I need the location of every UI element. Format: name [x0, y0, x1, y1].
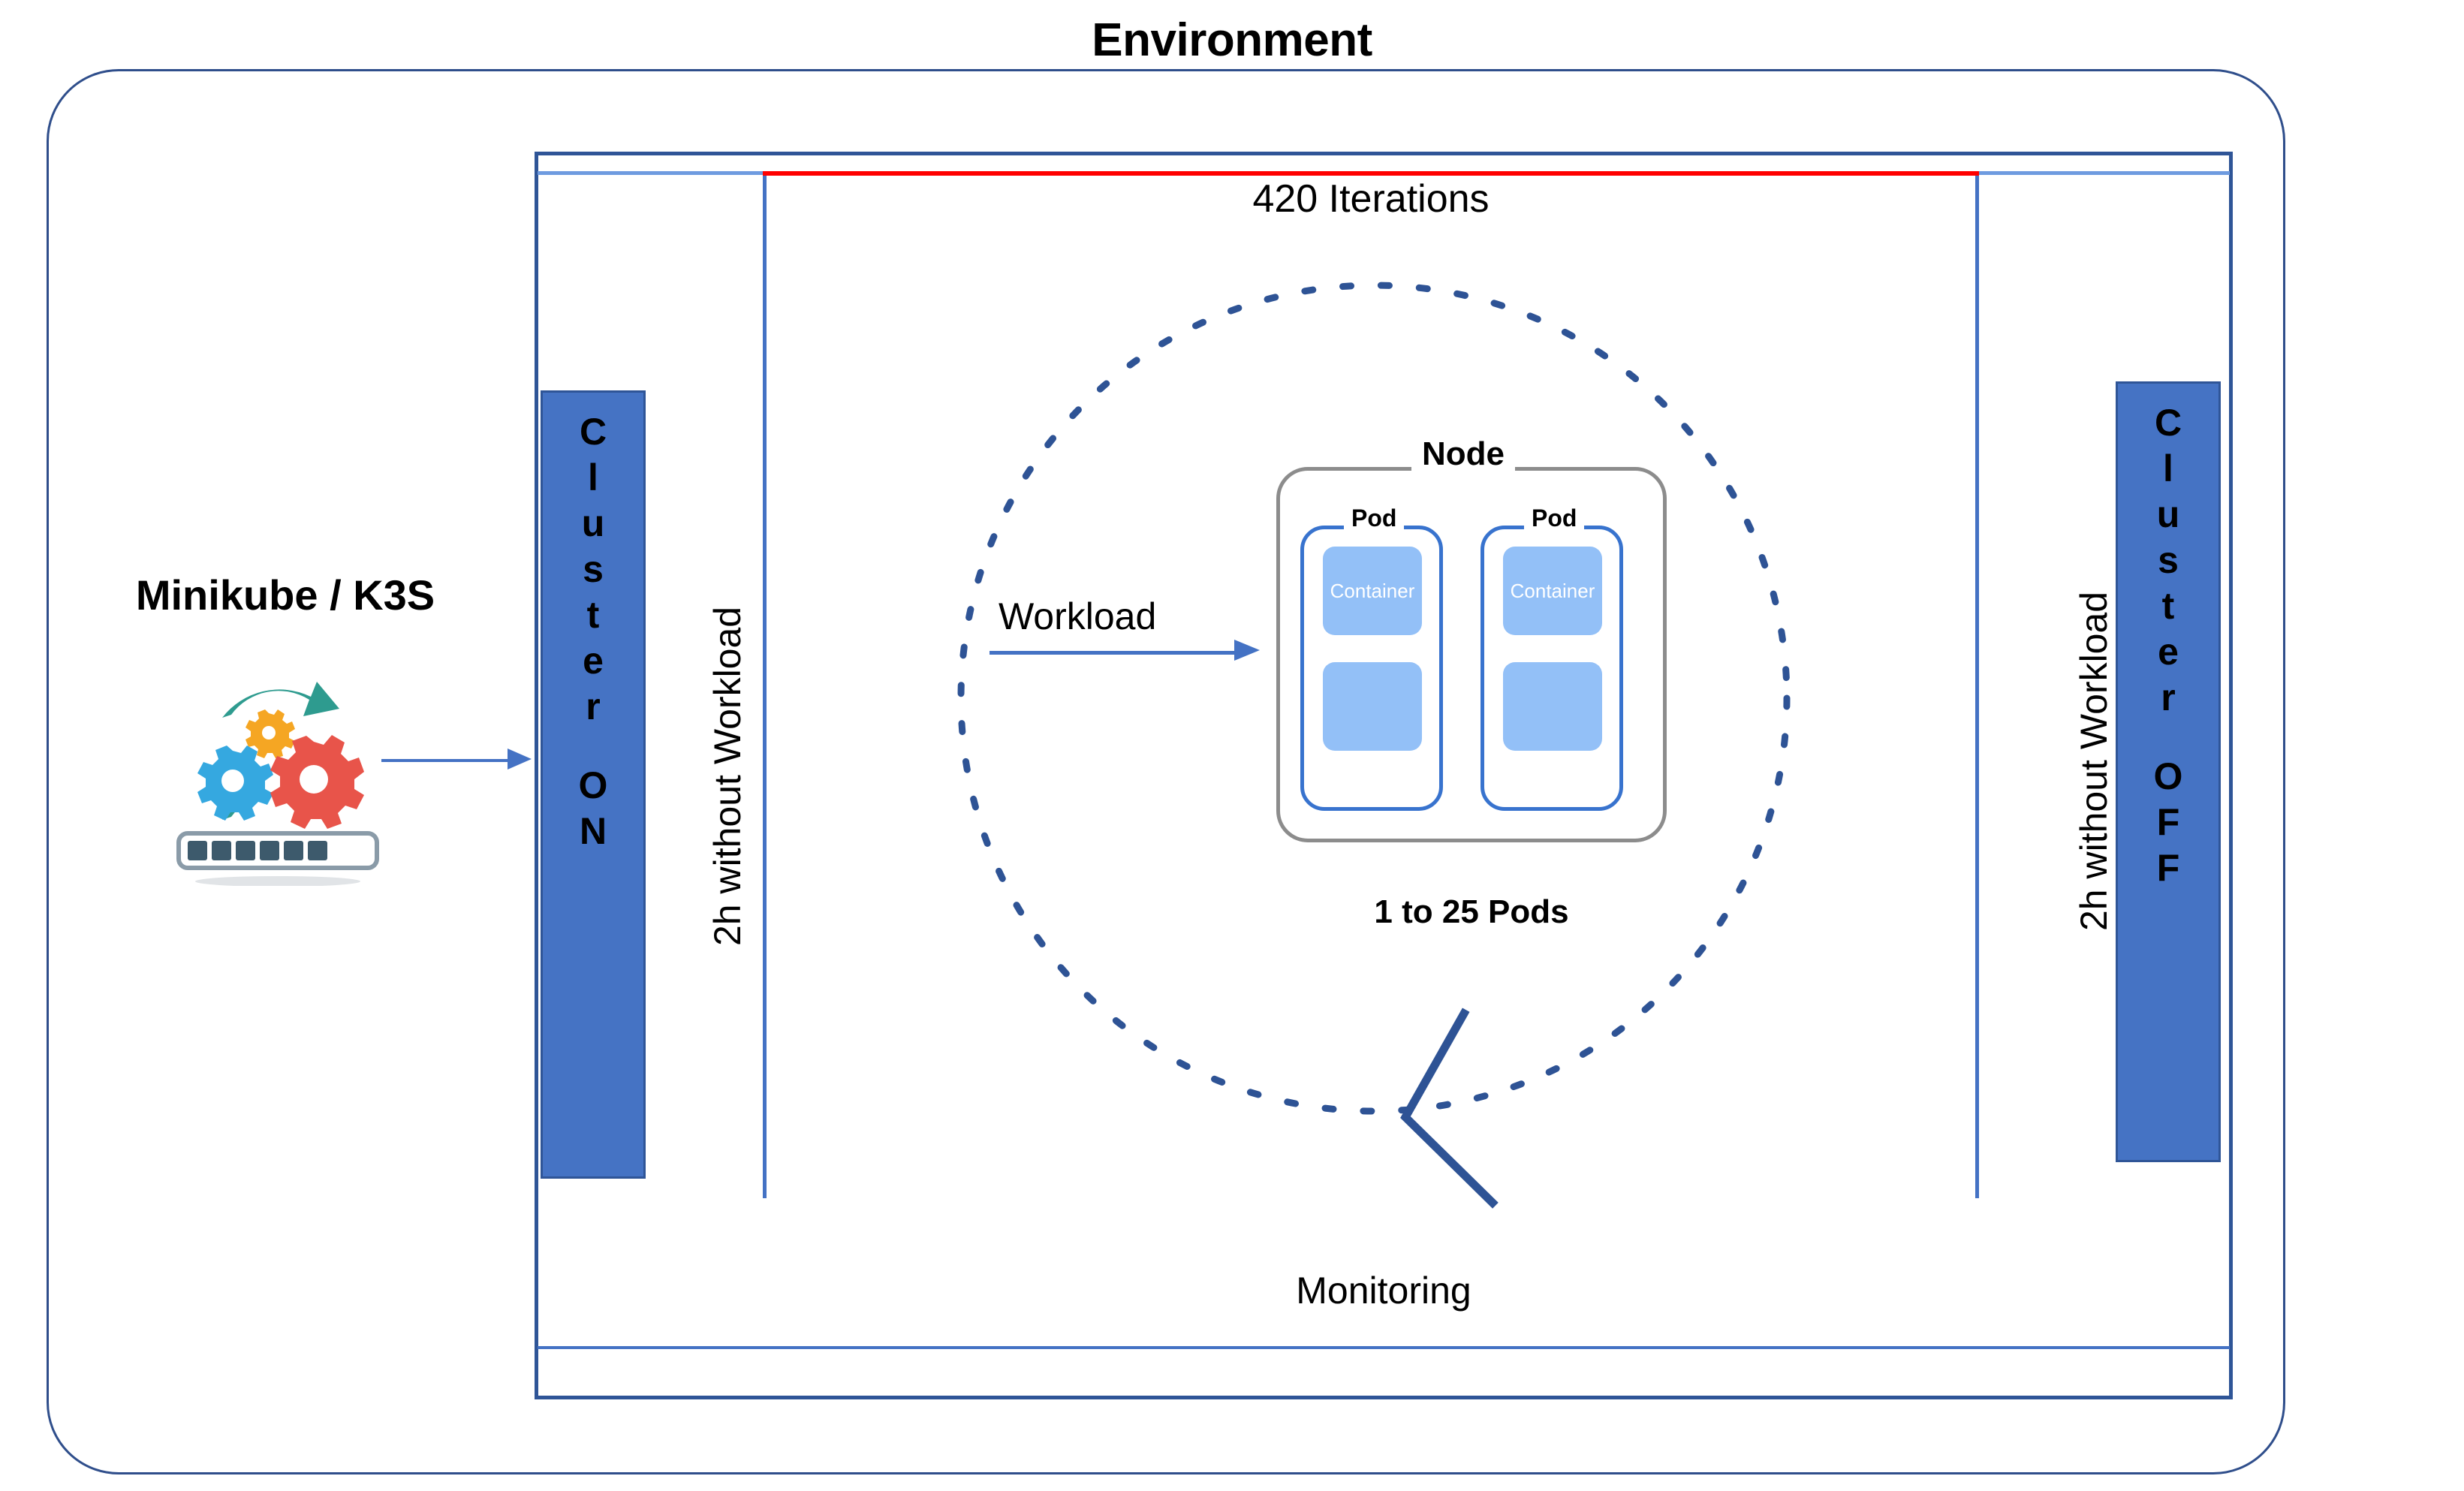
iterations-label: 420 Iterations	[1252, 177, 1490, 221]
container-box: Container	[1323, 547, 1422, 635]
pod-label: Pod	[1524, 505, 1585, 532]
iterations-red-rule	[763, 171, 1979, 176]
environment-container	[47, 69, 2285, 1474]
cluster-off-state-letter: F	[2156, 801, 2180, 843]
container-box	[1323, 662, 1422, 751]
cluster-off-letter: l	[2163, 447, 2173, 489]
workload-arrow	[990, 640, 1260, 661]
container-box: Container	[1503, 547, 1602, 635]
monitoring-label: Monitoring	[1296, 1270, 1471, 1312]
minikube-to-cluster-arrow	[381, 749, 532, 770]
cluster-on-letter: u	[581, 502, 605, 544]
arrow-shaft	[990, 651, 1237, 655]
node-label: Node	[1411, 435, 1515, 473]
container-box	[1503, 662, 1602, 751]
loop-arrowhead-chevron-left-icon	[1396, 1006, 1577, 1216]
idle-label-right: 2h without Workload	[2073, 591, 2115, 931]
pod-label: Pod	[1344, 505, 1405, 532]
page-title: Environment	[1092, 14, 1372, 66]
monitoring-divider	[538, 1346, 2230, 1349]
cluster-on-letter: t	[586, 594, 600, 636]
cluster-on-letter: s	[583, 548, 604, 590]
cluster-on-state-letter: O	[578, 764, 608, 806]
cluster-off-letter: C	[2154, 402, 2182, 444]
iterations-container	[763, 171, 1979, 1198]
idle-label-left: 2h without Workload	[706, 606, 749, 946]
arrow-right-icon	[1234, 640, 1260, 661]
cluster-off-box: C l u s t e r O F F	[2116, 381, 2221, 1162]
arrow-right-icon	[508, 749, 532, 770]
cluster-off-letter: r	[2161, 676, 2176, 718]
cluster-on-letter: l	[588, 456, 598, 499]
cluster-off-letter: t	[2161, 585, 2175, 627]
minikube-label: Minikube / K3S	[135, 571, 435, 619]
gears-loading-icon	[150, 661, 405, 887]
cluster-off-state-letter: F	[2156, 847, 2180, 889]
cluster-off-letter: s	[2158, 539, 2179, 581]
workload-label: Workload	[999, 595, 1157, 637]
cluster-off-letter: e	[2158, 631, 2179, 673]
monitoring-container	[535, 152, 2233, 1399]
arrow-shaft	[381, 759, 511, 762]
cluster-on-state-letter: N	[579, 810, 607, 852]
cluster-on-letter: C	[579, 411, 607, 453]
cluster-on-box: C l u s t e r O N	[541, 390, 646, 1179]
iteration-loop-circle	[946, 270, 1802, 1126]
cluster-off-letter: u	[2156, 493, 2180, 535]
cluster-on-letter: r	[586, 685, 601, 727]
pods-range-label: 1 to 25 Pods	[1374, 893, 1569, 930]
cluster-off-state-letter: O	[2153, 755, 2183, 797]
cluster-on-letter: e	[583, 640, 604, 682]
